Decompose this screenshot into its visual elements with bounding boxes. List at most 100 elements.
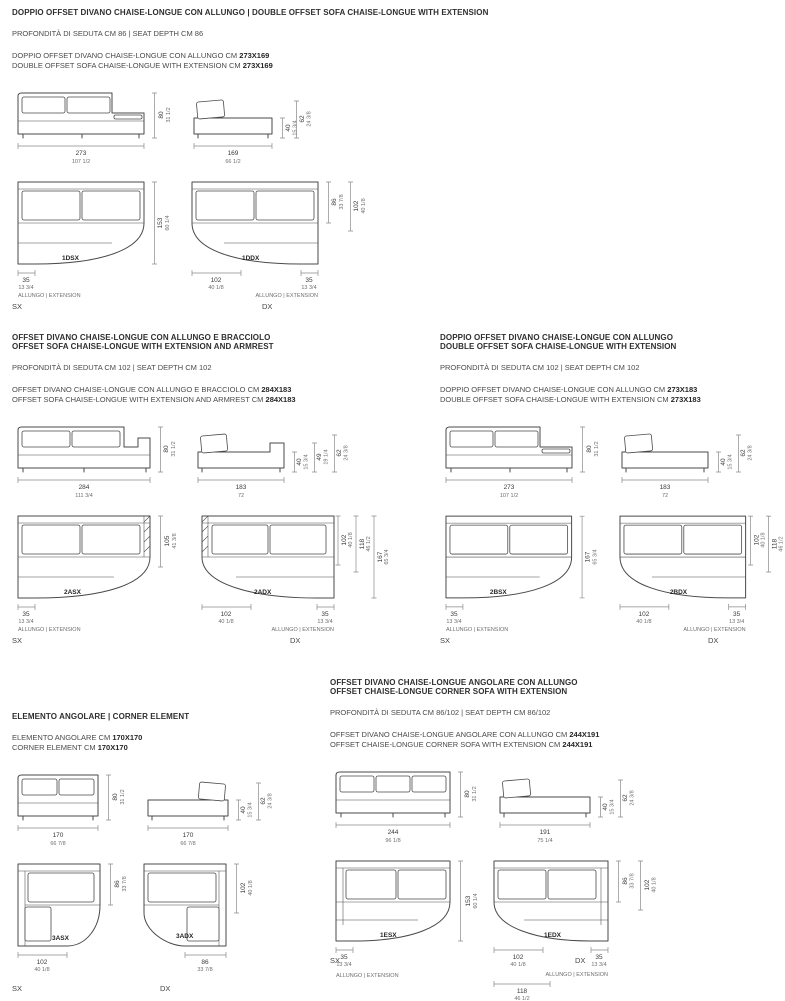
top-plan-dx-drawing: 86 33 7/8 102 40 1/8 102 40 1/8 35 13 3/… <box>191 181 367 298</box>
dim-in: 41 3/8 <box>172 533 178 548</box>
sofa-body <box>335 771 451 818</box>
dim-cm: 102 <box>341 534 348 545</box>
dim-in: 13 3/4 <box>317 619 332 625</box>
chaise-elevation-dx-drawing: 169 66 1/2 40 15 3/4 62 24 3/8 <box>193 99 313 165</box>
section-title-line1: OFFSET DIVANO CHAISE-LONGUE CON ALLUNGO … <box>12 333 271 342</box>
bottom-width-dimension: 102 40 1/8 <box>17 952 68 973</box>
orientation-sx-label: SX <box>12 636 23 645</box>
sofa-plan-body <box>493 860 609 942</box>
dim-in: 33 7/8 <box>197 967 212 973</box>
back-height-dimension: 62 24 3/8 <box>736 434 754 473</box>
plan-row: 153 60 1/4 35 13 3/4 1DSX ALLUNGO | EXTE… <box>12 176 532 298</box>
width-dimension: 183 72 <box>621 477 709 499</box>
width-dimension: 284 111 3/4 <box>17 477 151 499</box>
description-en: DOUBLE OFFSET SOFA CHAISE-LONGUE WITH EX… <box>440 395 701 404</box>
plan-row: 105 41 3/8 35 13 3/4 2ASX ALLUNGO | EXTE… <box>12 510 432 632</box>
extension-depth-dimension: 102 40 1/8 <box>348 181 367 232</box>
section-title: ELEMENTO ANGOLARE | CORNER ELEMENT <box>12 712 292 721</box>
extension-label: ALLUNGO | EXTENSION <box>446 627 508 632</box>
section-title-line1: OFFSET DIVANO CHAISE-LONGUE ANGOLARE CON… <box>330 678 578 687</box>
depth-dimension: 105 41 3/8 <box>158 515 178 568</box>
chaise-body <box>621 433 709 473</box>
depth-dimension: 153 60 1/4 <box>458 860 479 942</box>
description-en: DOUBLE OFFSET SOFA CHAISE-LONGUE WITH EX… <box>12 61 273 70</box>
dim-in: 15 3/4 <box>248 802 254 817</box>
dim-in: 24 3/8 <box>307 111 313 126</box>
section-corner-element: ELEMENTO ANGOLARE | CORNER ELEMENT ELEME… <box>12 712 292 994</box>
description-it: ELEMENTO ANGOLARE CM 170X170 <box>12 733 143 742</box>
armrest-height-dimension: 49 19 1/4 <box>312 442 330 473</box>
dim-cm: 35 <box>340 954 348 961</box>
dim-cm: 170 <box>53 832 64 839</box>
top-plan-dx-drawing: 102 40 1/8 118 46 1/2 102 40 1/8 35 13 3… <box>618 515 784 632</box>
width-dimension: 170 66 7/8 <box>17 825 99 847</box>
dim-cm: 102 <box>221 611 232 618</box>
top-plan-dx-drawing: 102 40 1/8 118 46 1/2 167 65 3/4 102 40 … <box>201 515 390 632</box>
side-depth-dimension: 102 40 1/8 <box>234 863 254 914</box>
seat-height-dimension: 40 15 3/4 <box>716 451 734 473</box>
sofa-plan-body <box>335 860 451 942</box>
tip-width-dimension: 35 13 3/4 <box>445 603 464 625</box>
model-code: 3ADX <box>176 933 194 940</box>
dim-cm: 86 <box>622 877 629 885</box>
dim-cm: 105 <box>164 535 171 546</box>
extension-width-dimension: 102 40 1/8 <box>191 270 242 291</box>
dim-in: 24 3/8 <box>344 445 350 460</box>
front-elevation-sx-drawing: 273 107 1/2 80 31 1/2 <box>17 92 172 165</box>
orientation-dx-label: DX <box>575 956 586 965</box>
sofa-plan-body <box>618 515 746 599</box>
dim-cm: 40 <box>720 458 727 466</box>
section-double-offset-chaise-longue-86: DOPPIO OFFSET DIVANO CHAISE-LONGUE CON A… <box>12 8 532 312</box>
plan-row: 86 33 7/8 102 40 1/8 3ASX <box>12 858 292 980</box>
section-title-line2: OFFSET SOFA CHAISE-LONGUE WITH EXTENSION… <box>12 342 274 351</box>
dim-in: 60 1/4 <box>473 893 479 908</box>
dim-cm: 86 <box>331 198 338 206</box>
chaise-elevation-dx-drawing: 191 75 1/4 40 15 3/4 62 24 3/8 <box>499 778 636 844</box>
orientation-row: SX DX <box>330 956 780 966</box>
dim-cm: 62 <box>622 794 629 802</box>
extension-label: ALLUNGO | EXTENSION <box>683 627 745 632</box>
dim-in: 13 3/4 <box>18 619 33 625</box>
width-dimension: 169 66 1/2 <box>193 143 273 165</box>
dim-cm: 183 <box>236 484 247 491</box>
dim-cm: 167 <box>585 551 592 562</box>
sofa-plan-body <box>17 515 151 599</box>
dim-in: 107 1/2 <box>72 159 90 165</box>
dim-cm: 40 <box>285 124 292 132</box>
dim-cm: 102 <box>753 534 760 545</box>
back-height-dimension: 62 24 3/8 <box>332 434 350 473</box>
armrest-hatch <box>201 515 209 557</box>
dim-in: 65 3/4 <box>384 549 390 564</box>
back-height-dimension: 62 24 3/8 <box>294 100 313 139</box>
dim-in: 15 3/4 <box>293 120 299 135</box>
seat-depth-note: PROFONDITÀ DI SEDUTA CM 86/102 | SEAT DE… <box>330 708 551 717</box>
front-elevation-sx-drawing: 244 96 1/8 80 31 1/2 <box>335 771 478 844</box>
tip-width-dimension: 35 13 3/4 <box>335 947 354 968</box>
section-offset-chaise-longue-armrest-102: OFFSET DIVANO CHAISE-LONGUE CON ALLUNGO … <box>12 333 432 646</box>
dim-in: 40 1/8 <box>248 880 254 895</box>
model-code: 1EDX <box>544 932 562 939</box>
dim-in: 111 3/4 <box>75 493 93 499</box>
dim-in: 31 1/2 <box>120 789 126 804</box>
dim-cm: 80 <box>158 111 165 119</box>
dim-cm: 153 <box>157 217 164 228</box>
dim-in: 40 1/8 <box>760 532 766 547</box>
dim-in: 40 1/8 <box>348 532 354 547</box>
top-plan-dx-drawing: 86 33 7/8 102 40 1/8 102 40 1/8 35 13 3/… <box>493 860 658 1001</box>
seat-depth-dimension: 86 33 7/8 <box>616 860 636 903</box>
seat-height-dimension: 40 15 3/4 <box>280 117 299 139</box>
dim-in: 33 7/8 <box>630 873 636 888</box>
model-code: 2ASX <box>64 589 82 596</box>
dim-in: 40 1/8 <box>218 619 233 625</box>
dim-in: 40 1/8 <box>208 285 223 291</box>
dim-cm: 80 <box>464 790 471 798</box>
seat-depth-note: PROFONDITÀ DI SEDUTA CM 86 | SEAT DEPTH … <box>12 29 204 38</box>
orientation-dx-label: DX <box>290 636 301 645</box>
depth-dimension: 167 65 3/4 <box>579 515 599 599</box>
orientation-dx-label: DX <box>708 636 719 645</box>
dim-in: 60 1/4 <box>165 215 171 230</box>
dim-cm: 118 <box>771 539 778 550</box>
chaise-elevation-dx-drawing: 183 72 40 15 3/4 49 19 1/4 62 24 3/8 <box>197 433 350 499</box>
tip-width-dimension: 35 13 3/4 <box>590 947 609 968</box>
